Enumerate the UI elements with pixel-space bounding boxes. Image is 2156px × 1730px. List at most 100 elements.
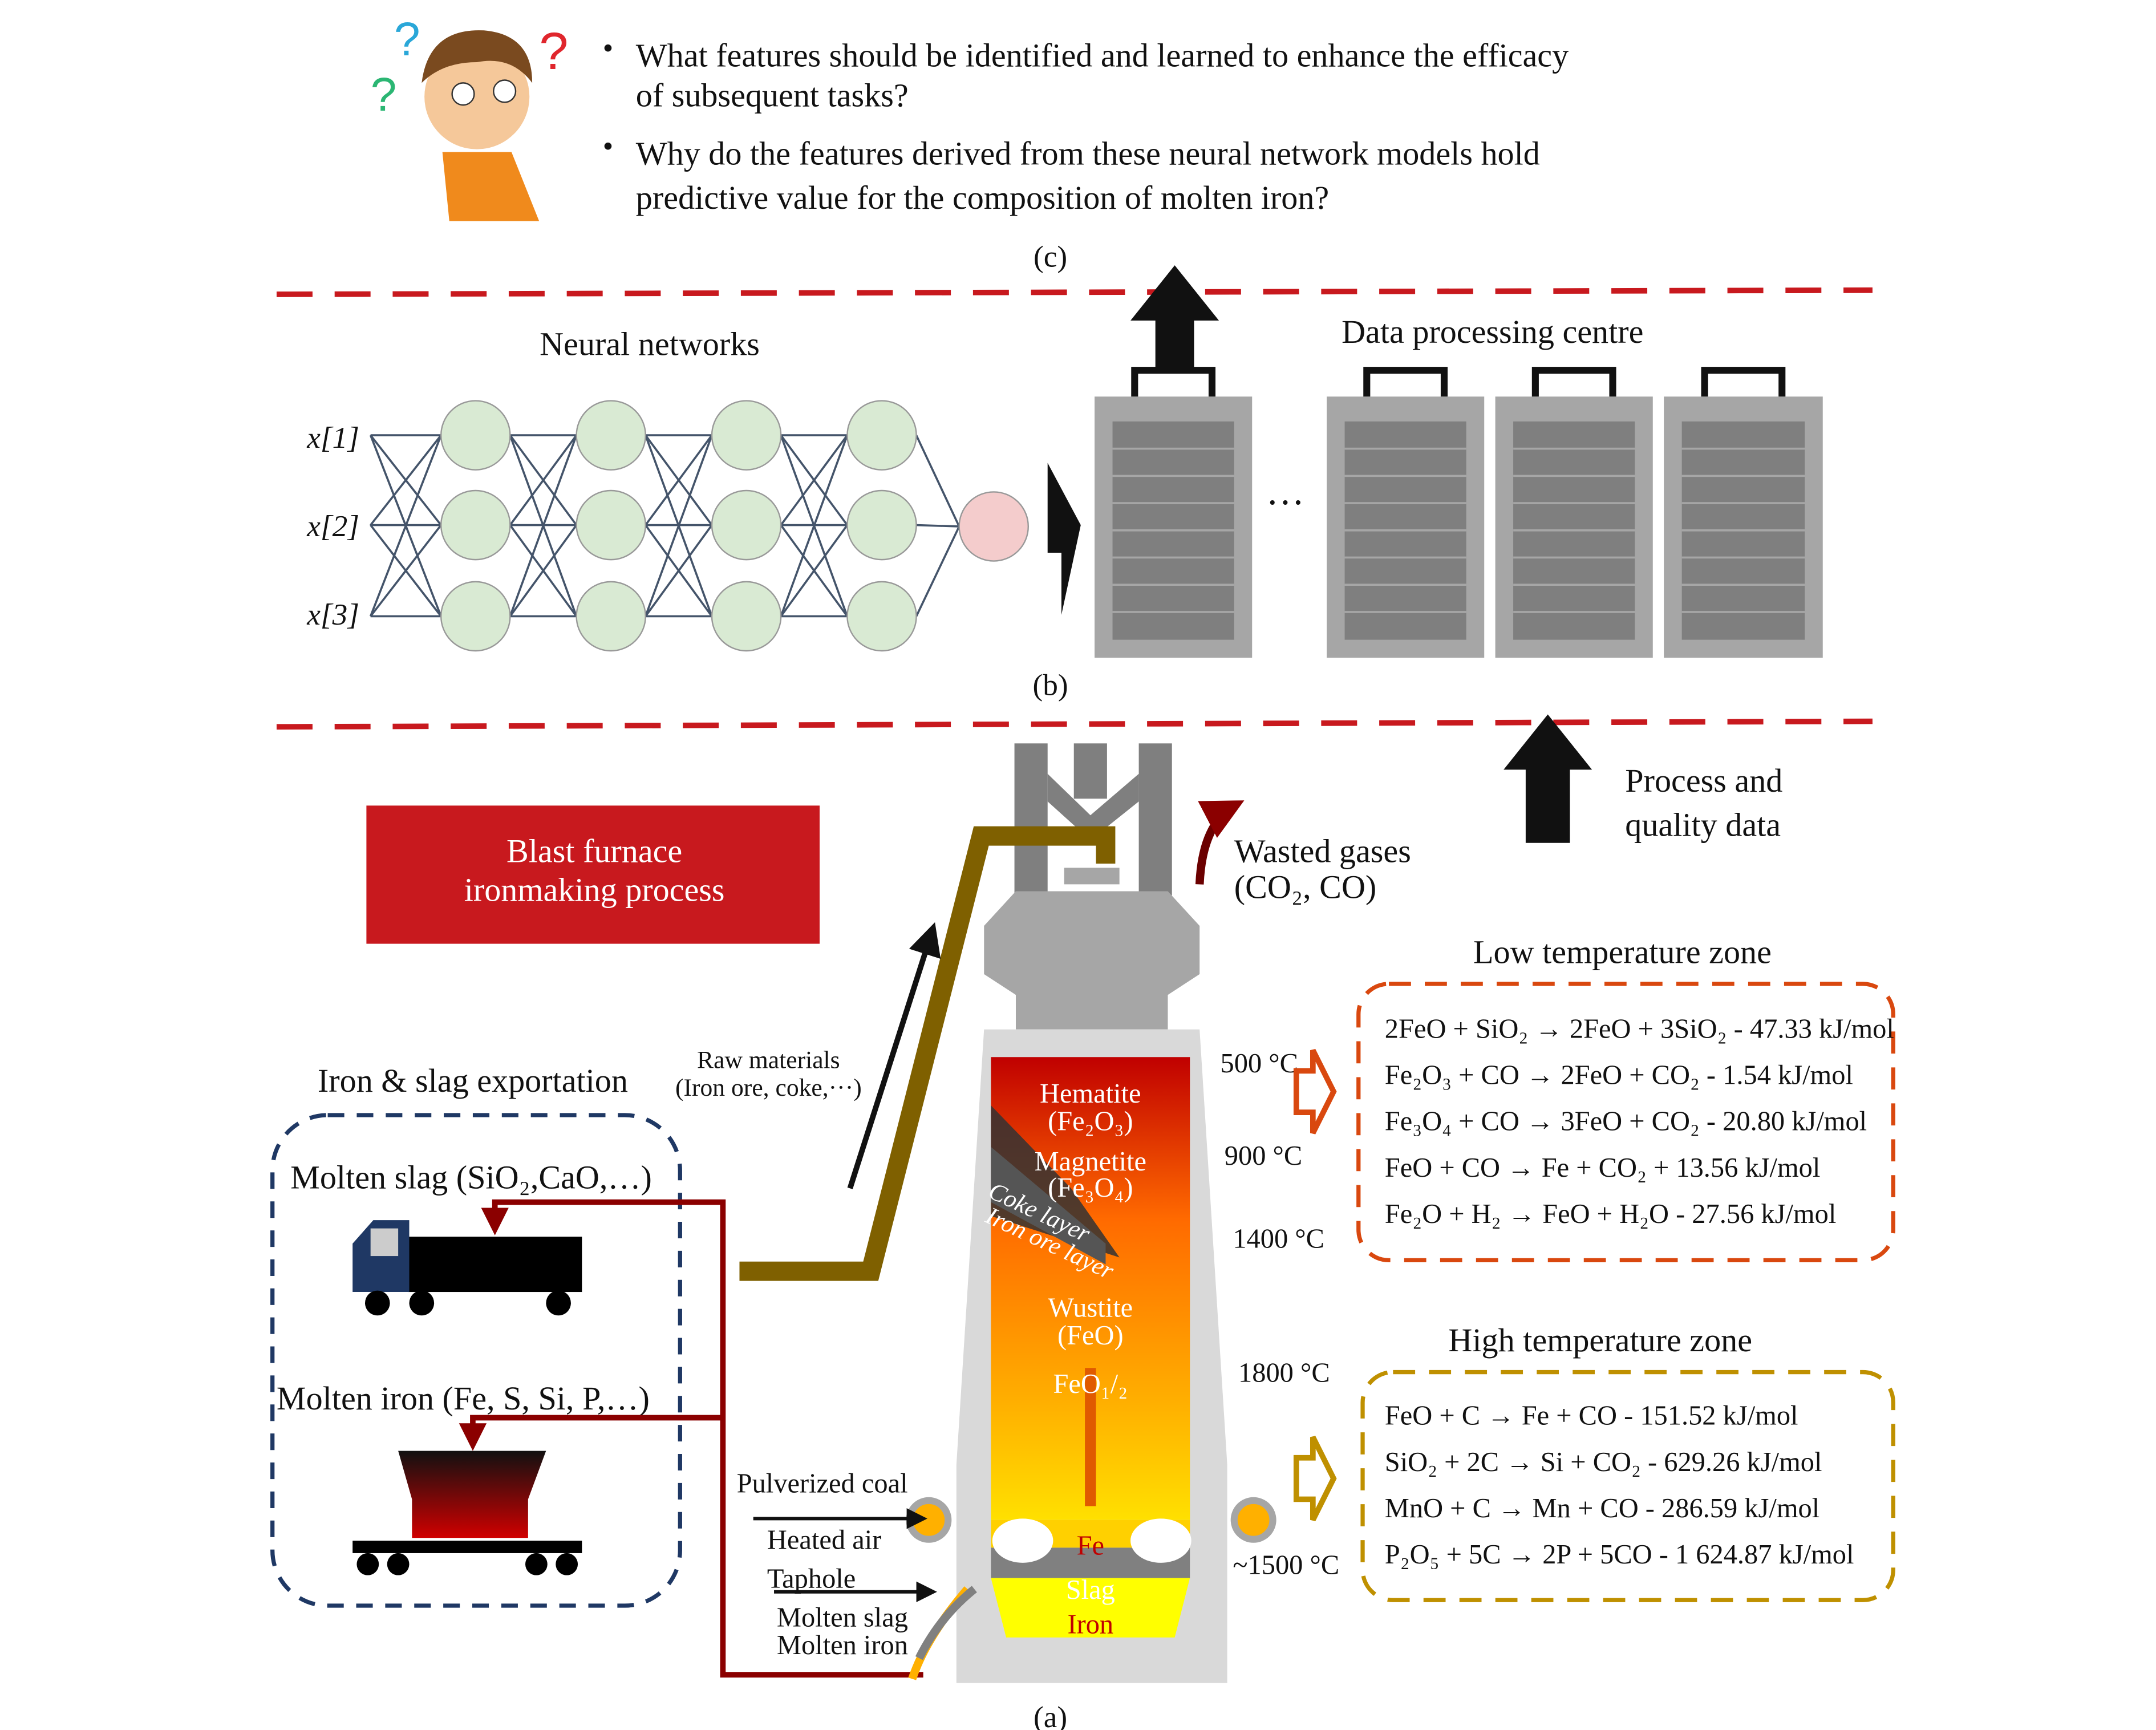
zone-fe: Fe	[1077, 1530, 1104, 1561]
title-box-line-1: Blast furnace	[506, 833, 682, 870]
nn-edge	[780, 524, 848, 617]
thinking-person-icon: ? ? ?	[371, 13, 568, 221]
tap-stream-slag	[915, 1586, 977, 1660]
input-x2: x[2]	[306, 509, 359, 543]
question-mark-icon: ?	[394, 13, 420, 66]
server-rack	[1664, 367, 1823, 658]
server-connector	[1363, 367, 1448, 397]
raw-materials-label: Raw materials	[697, 1047, 840, 1074]
title-box-line-2: ironmaking process	[464, 871, 725, 908]
nn-node	[846, 400, 917, 471]
process-data-label: quality data	[1625, 807, 1781, 844]
heated-air-label: Heated air	[767, 1525, 881, 1555]
zone-wustite: Wustite	[1048, 1293, 1133, 1323]
zone-slag: Slag	[1066, 1575, 1115, 1605]
nn-node	[440, 489, 511, 561]
server-connector	[1131, 367, 1216, 397]
panel-b-label: (b)	[1032, 668, 1068, 702]
server-rack-group	[1095, 367, 1823, 658]
low-zone-title: Low temperature zone	[1473, 933, 1772, 970]
temp-1500: ~1500 °C	[1233, 1550, 1339, 1580]
divider-bottom	[276, 718, 1873, 730]
divider-top	[276, 287, 1873, 297]
nn-edge	[916, 524, 959, 528]
zone-hematite: (Fe₂O₃)	[1048, 1107, 1133, 1137]
zone-magnetite: Magnetite	[1035, 1146, 1146, 1177]
input-x3: x[3]	[306, 598, 359, 631]
server-connector	[1701, 367, 1786, 397]
question-2-line-2: predictive value for the composition of …	[636, 179, 1329, 216]
molten-slag-tap-label: Molten slag	[777, 1602, 908, 1632]
nn-edge	[509, 435, 578, 617]
server-connector	[1531, 367, 1616, 397]
molten-iron-label: Molten iron (Fe, S, Si, P,…)	[277, 1380, 650, 1417]
reaction-equation: P₂O₅ + 5C → 2P + 5CO - 1 624.87 kJ/mol	[1385, 1539, 1854, 1570]
nn-edge	[370, 524, 442, 617]
reaction-equation: FeO + CO → Fe + CO₂ + 13.56 kJ/mol	[1385, 1153, 1821, 1183]
reaction-equation: Fe₃O₄ + CO → 3FeO + CO₂ - 20.80 kJ/mol	[1385, 1107, 1867, 1137]
ladle-car-icon	[352, 1451, 582, 1575]
nn-edge	[509, 435, 578, 526]
tuyere-right	[1230, 1497, 1276, 1543]
process-data-label: Process and	[1625, 762, 1782, 799]
iron-flow-line	[459, 1415, 723, 1451]
server-rack	[1327, 367, 1485, 658]
reaction-equation: Fe₂O + H₂ → FeO + H₂O - 27.56 kJ/mol	[1385, 1199, 1837, 1229]
wasted-gases-label: Wasted gases	[1234, 833, 1411, 870]
zone-wustite: (FeO)	[1057, 1320, 1124, 1351]
reaction-equation: 2FeO + SiO₂ → 2FeO + 3SiO₂ - 47.33 kJ/mo…	[1385, 1014, 1894, 1044]
bullet: •	[603, 129, 614, 163]
nn-edge	[780, 435, 849, 617]
nn-node	[576, 489, 646, 561]
server-rack	[1495, 367, 1653, 658]
panel-a-label: (a)	[1034, 1700, 1067, 1730]
question-2-line-1: Why do the features derived from these n…	[636, 135, 1540, 172]
nn-edge	[645, 435, 713, 526]
neural-network	[369, 400, 1030, 652]
nn-edge	[915, 526, 961, 617]
wasted-gases-label: (CO₂, CO)	[1234, 869, 1377, 906]
question-mark-icon: ?	[539, 22, 568, 80]
raw-materials-arrow	[847, 922, 941, 1189]
nn-node	[711, 400, 782, 471]
arrow-right-outline-icon	[1293, 1048, 1337, 1135]
iron-ore-layer	[991, 1146, 1106, 1265]
nn-edge	[369, 435, 442, 617]
nn-node	[846, 489, 917, 561]
zone-hematite: Hematite	[1040, 1079, 1141, 1109]
nn-node	[711, 581, 782, 652]
input-x1: x[1]	[306, 421, 359, 455]
iron-layer	[991, 1578, 1190, 1638]
panel-c-label: (c)	[1034, 240, 1067, 274]
nn-edge	[370, 434, 442, 526]
raw-materials-label: (Iron ore, coke,···)	[675, 1074, 862, 1101]
molten-slag-label: Molten slag (SiO₂,CaO,…)	[290, 1158, 652, 1196]
pulverized-coal-label: Pulverized coal	[737, 1468, 908, 1498]
ellipsis: ···	[1266, 481, 1304, 524]
truck-icon	[352, 1220, 582, 1316]
temp-500: 500 °C	[1221, 1048, 1298, 1079]
furnace-top	[984, 743, 1200, 1030]
nn-node	[576, 581, 646, 652]
zone-iron: Iron	[1067, 1609, 1113, 1639]
tuyere-raceway	[1130, 1518, 1192, 1563]
arrow-up-icon	[1503, 714, 1592, 843]
low-zone-box	[1356, 982, 1895, 1262]
arrow-right-outline-icon	[1293, 1436, 1337, 1521]
slag-flow-line	[481, 1199, 923, 1678]
nn-edge	[780, 435, 848, 526]
nn-title: Neural networks	[540, 326, 760, 363]
arrow-right-icon	[1047, 463, 1081, 615]
temp-1800: 1800 °C	[1238, 1358, 1330, 1388]
high-zone-title: High temperature zone	[1448, 1322, 1752, 1359]
high-zone-box	[1360, 1370, 1895, 1602]
title-box	[366, 805, 820, 944]
question-mark-icon: ?	[371, 68, 397, 121]
nn-edge	[915, 435, 961, 527]
nn-node	[576, 400, 646, 471]
reaction-equation: Fe₂O₃ + CO → 2FeO + CO₂ - 1.54 kJ/mol	[1385, 1060, 1853, 1090]
question-1-line-2: of subsequent tasks?	[636, 77, 909, 114]
reaction-equation: MnO + C → Mn + CO - 286.59 kJ/mol	[1385, 1493, 1819, 1524]
nn-node	[711, 489, 782, 561]
